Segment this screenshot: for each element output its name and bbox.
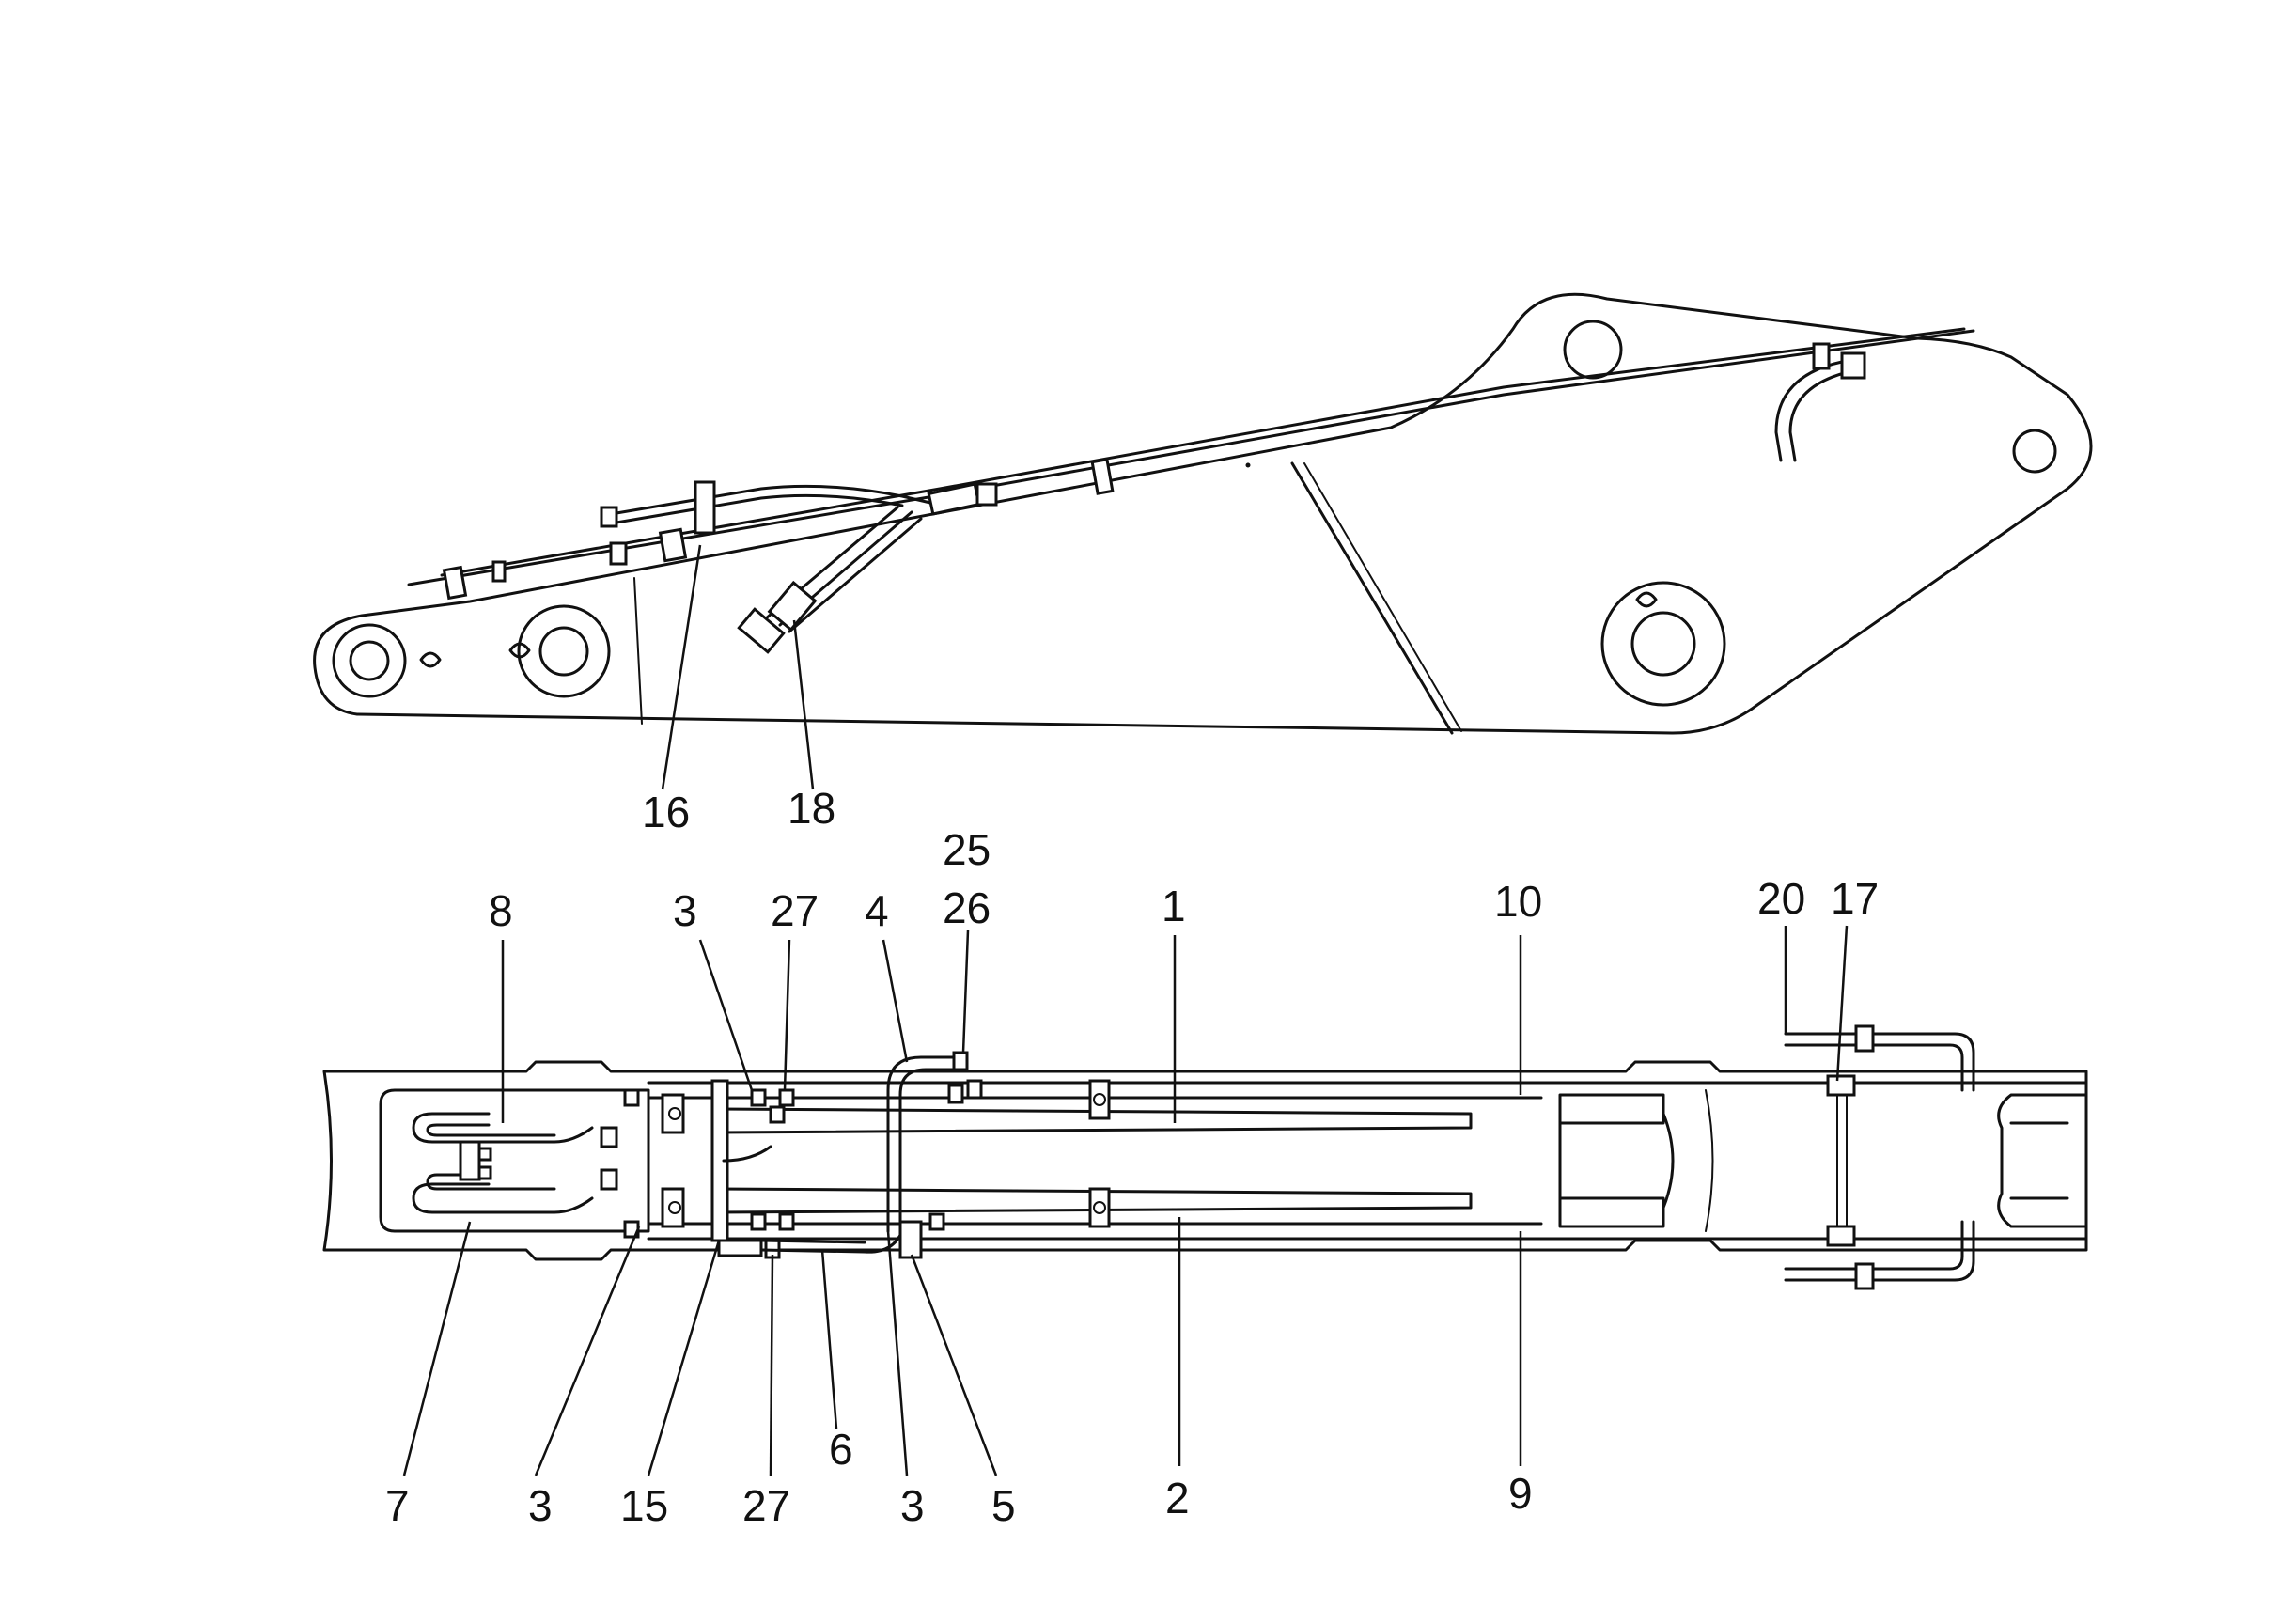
boom-plan-outline [322, 1060, 2088, 1261]
label-17: 17 [1831, 874, 1879, 923]
label-18: 18 [788, 784, 835, 833]
label-10: 10 [1494, 877, 1542, 926]
label-3-left: 3 [528, 1481, 553, 1530]
label-9: 9 [1508, 1469, 1533, 1518]
bottom-view-bottom-labels: 7 3 15 27 6 3 5 2 9 [385, 1425, 1533, 1530]
label-25: 25 [943, 825, 991, 874]
arm-cylinder-pin [1563, 320, 1623, 380]
grease-nipple-icon [508, 642, 531, 659]
label-15: 15 [620, 1481, 668, 1530]
boom-mid-pin [1630, 611, 1696, 677]
label-5: 5 [991, 1481, 1016, 1530]
boom-web-line [1290, 461, 1454, 735]
boom-side-view [313, 292, 2093, 735]
label-2: 2 [1165, 1474, 1190, 1522]
pipe-line-upper [407, 329, 1975, 586]
boom-plan-view [322, 1024, 2088, 1290]
pipe-line-upper-2 [440, 327, 1966, 577]
label-3-top: 3 [673, 886, 697, 935]
label-6: 6 [829, 1425, 853, 1474]
label-16: 16 [642, 788, 690, 836]
boom-cylinder-pin-outer [517, 604, 611, 698]
boom-foot-pin [349, 640, 390, 681]
label-8: 8 [489, 886, 513, 935]
label-7: 7 [385, 1481, 410, 1530]
label-3-right: 3 [900, 1481, 925, 1530]
bottom-view-top-labels: 8 3 27 4 25 26 1 10 20 17 [489, 825, 1879, 935]
grease-nipple-icon [419, 651, 442, 668]
boom-side-outline [313, 292, 2093, 735]
grease-nipple-icon [1635, 591, 1658, 608]
boom-foot-pin-outer [332, 623, 407, 698]
label-1: 1 [1162, 882, 1186, 930]
label-20: 20 [1757, 874, 1805, 923]
label-4: 4 [865, 886, 889, 935]
arm-pin [2012, 429, 2057, 474]
label-27-top: 27 [771, 886, 819, 935]
label-26: 26 [943, 883, 991, 932]
boom-cylinder-pin [538, 626, 589, 677]
label-27-bottom: 27 [742, 1481, 790, 1530]
boom-mid-pin-outer [1600, 581, 1726, 707]
top-view-labels: 16 18 [642, 784, 835, 836]
